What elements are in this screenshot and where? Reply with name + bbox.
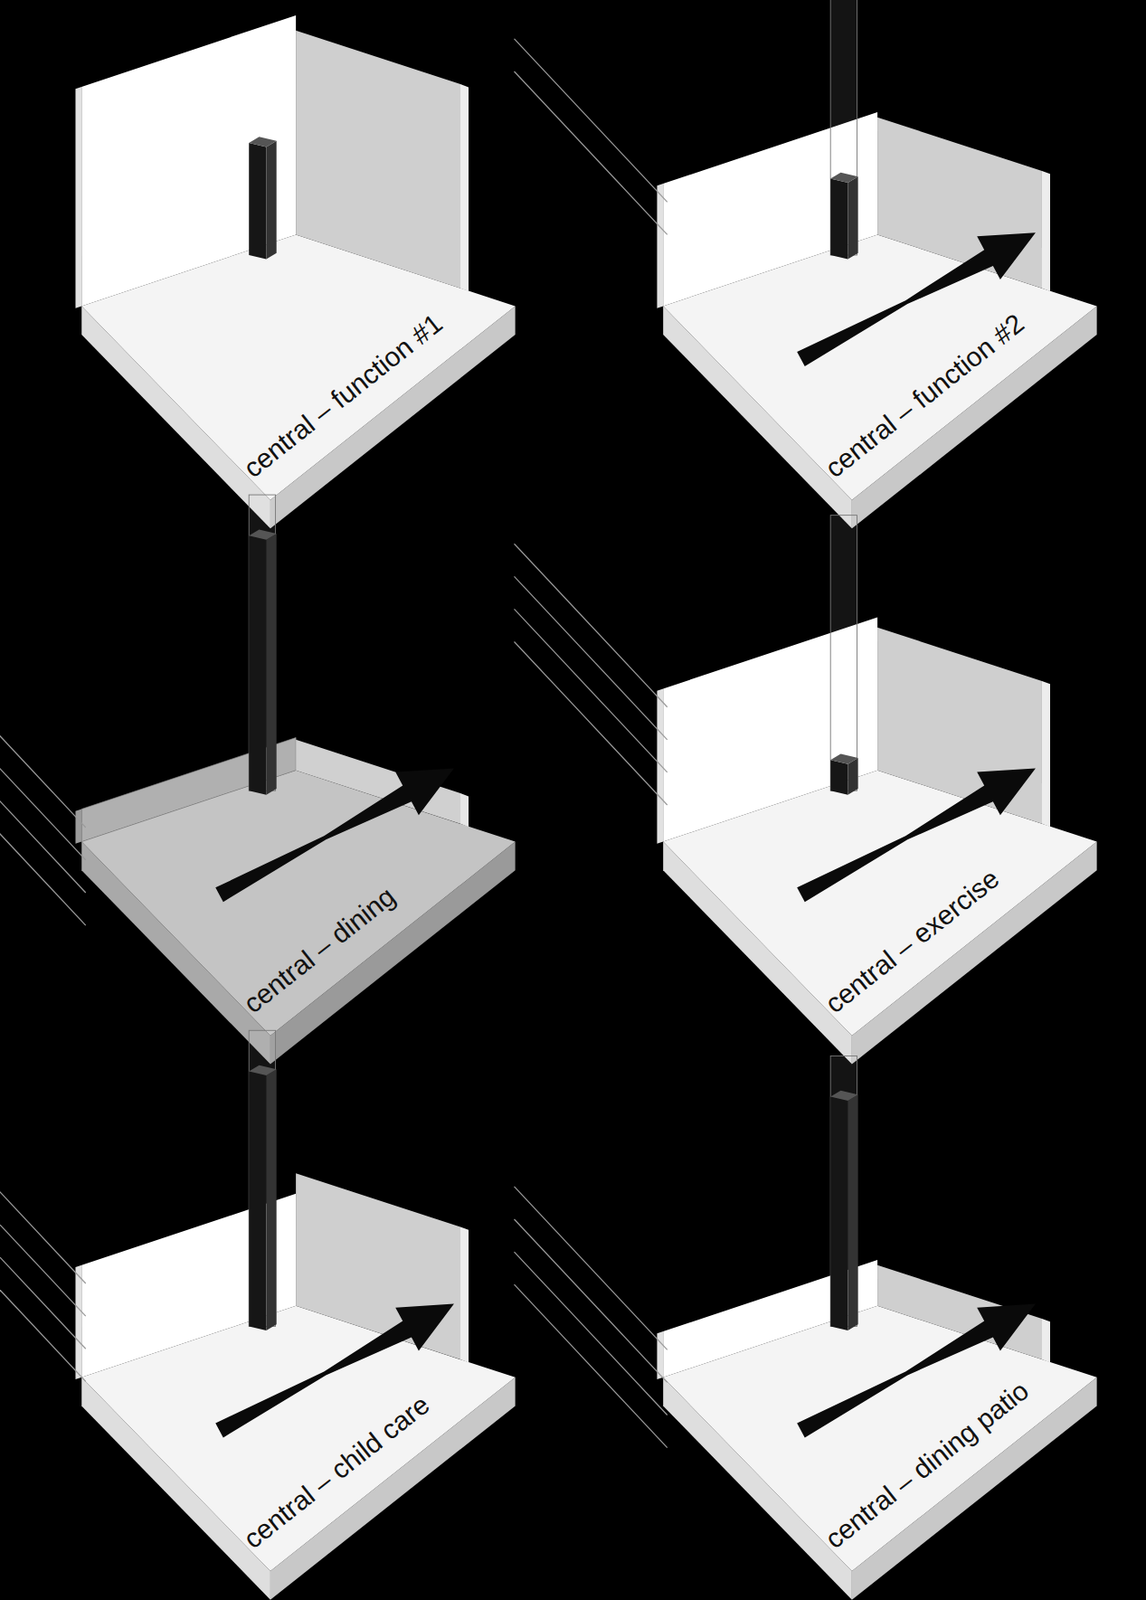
column-face <box>265 141 276 260</box>
right-wall <box>295 30 461 289</box>
column-top <box>248 529 276 540</box>
column-face <box>830 1097 848 1331</box>
space-label: central – child care <box>237 1389 436 1555</box>
space-label: central – function #2 <box>819 307 1031 484</box>
light-ray <box>514 576 668 739</box>
column-face <box>830 178 848 259</box>
room-model <box>0 1030 516 1600</box>
column-top <box>248 1065 276 1076</box>
light-ray <box>514 642 668 806</box>
wall-edge <box>75 809 82 844</box>
column-face <box>265 533 276 796</box>
column-face <box>265 1069 276 1331</box>
wall-edge <box>1041 1318 1051 1364</box>
ghost-column <box>830 515 857 792</box>
wall-edge <box>1041 170 1051 292</box>
space-label: central – function #1 <box>237 307 449 484</box>
circulation-arrow <box>215 767 455 902</box>
space-label: central – dining <box>237 880 402 1020</box>
column-top <box>830 1090 858 1101</box>
room-model <box>514 515 1098 1065</box>
column-top <box>830 172 858 183</box>
room-model <box>514 1055 1098 1600</box>
wall-edge <box>460 1226 469 1363</box>
light-ray <box>514 608 668 772</box>
light-ray <box>0 729 86 893</box>
column-face <box>830 759 848 795</box>
wall-edge <box>1041 681 1051 827</box>
light-ray <box>514 38 668 202</box>
wall-edge <box>460 793 469 827</box>
column-face <box>847 176 858 259</box>
room-model <box>0 494 516 1064</box>
column-face <box>847 757 858 796</box>
light-ray <box>514 1251 668 1415</box>
column-top <box>248 136 276 147</box>
column-face <box>248 1070 266 1331</box>
right-wall <box>295 1173 461 1360</box>
right-wall <box>877 627 1042 824</box>
wall-edge <box>460 84 469 292</box>
light-ray <box>514 71 668 235</box>
wall-edge <box>75 86 82 309</box>
left-wall <box>81 15 296 306</box>
column-face <box>248 535 266 796</box>
column-top <box>830 754 858 765</box>
light-ray <box>0 1218 86 1382</box>
light-ray <box>0 1120 86 1284</box>
column-face <box>248 142 266 260</box>
space-label: central – exercise <box>819 862 1005 1020</box>
light-ray <box>0 1153 86 1317</box>
column-face <box>847 1094 858 1331</box>
light-ray <box>514 543 668 707</box>
room-model <box>75 15 515 529</box>
light-ray <box>514 1219 668 1383</box>
light-ray <box>514 1284 668 1448</box>
space-label: central – dining patio <box>819 1374 1035 1555</box>
light-ray <box>0 696 86 860</box>
wall-edge <box>656 183 663 309</box>
light-ray <box>514 1186 668 1350</box>
light-ray <box>0 1185 86 1349</box>
light-ray <box>0 663 86 827</box>
right-wall <box>877 117 1042 289</box>
light-ray <box>0 762 86 926</box>
wall-edge <box>75 1265 82 1380</box>
room-model <box>514 0 1098 529</box>
